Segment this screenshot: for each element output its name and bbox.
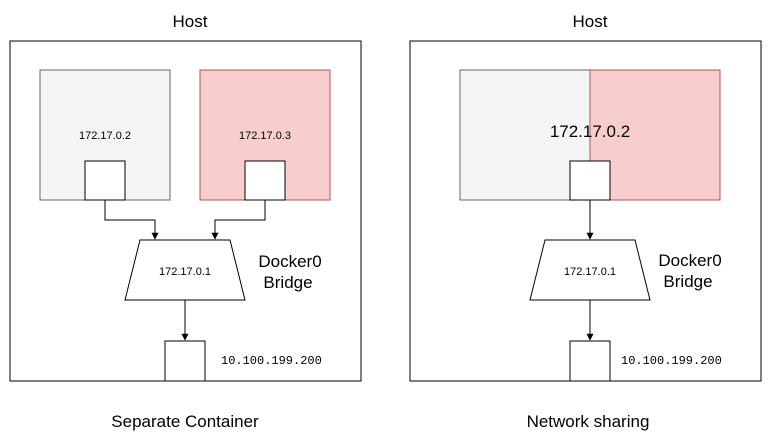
right-bridge-name-line1: Docker0 [658, 251, 721, 270]
left-container-b-box [199, 69, 331, 201]
right-bridge-name-line2: Bridge [663, 272, 712, 291]
separate-container-panel: Host 172.17.0.2 172.17.0.3 172.17.0.1 Do… [9, 12, 362, 431]
right-shared-container-gray-half [459, 69, 591, 201]
left-container-a-port [84, 160, 126, 201]
right-host-title: Host [573, 12, 608, 31]
right-shared-container-port [569, 160, 611, 201]
left-container-b-port [244, 160, 286, 201]
left-connector-b-to-bridge [211, 200, 266, 240]
left-bridge-ip: 172.17.0.1 [159, 266, 211, 278]
network-sharing-panel: Host 172.17.0.2 172.17.0.1 Docker0 Bridg… [409, 12, 762, 431]
left-docker0-bridge-shape [124, 239, 246, 301]
left-host-interface [164, 340, 206, 382]
right-shared-container-red-half [589, 69, 721, 201]
right-host-ip: 10.100.199.200 [621, 354, 722, 368]
left-bridge-name-line2: Bridge [263, 273, 312, 292]
right-shared-container-ip: 172.17.0.2 [550, 122, 630, 141]
left-connector-a-to-bridge [104, 200, 159, 240]
left-bridge-name-line1: Docker0 [258, 252, 321, 271]
right-bridge-ip: 172.17.0.1 [564, 266, 616, 278]
left-container-a-ip: 172.17.0.2 [79, 130, 131, 142]
left-caption: Separate Container [111, 412, 259, 431]
left-host-title: Host [173, 12, 208, 31]
left-host-ip: 10.100.199.200 [221, 354, 322, 368]
right-docker0-bridge-shape [529, 239, 651, 301]
right-caption: Network sharing [527, 412, 650, 431]
left-container-b-ip: 172.17.0.3 [239, 130, 291, 142]
right-host-interface [569, 340, 611, 382]
